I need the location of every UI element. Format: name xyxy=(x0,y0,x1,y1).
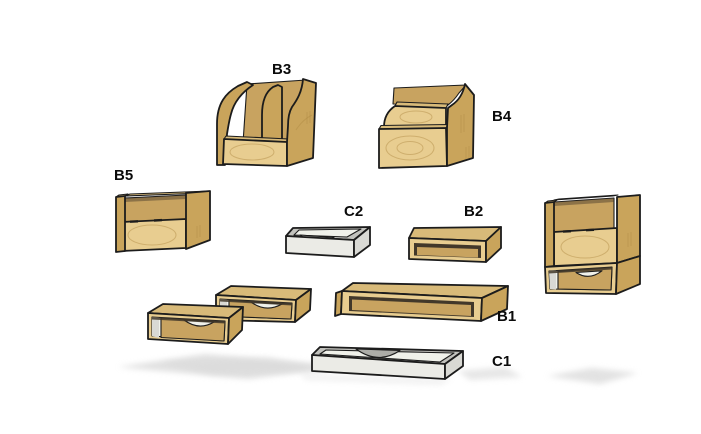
b5-right-wall-slots xyxy=(196,225,201,238)
boxA-shade xyxy=(152,317,225,324)
b3-right-wall-grain xyxy=(295,114,313,131)
b3-divider xyxy=(261,84,283,143)
b5-right-wall xyxy=(185,190,211,250)
b2-right-face xyxy=(485,226,502,263)
c1-right-wall xyxy=(444,350,464,380)
b1-inner-back xyxy=(352,299,471,316)
stack-interior-shade xyxy=(554,198,614,206)
part-b5-drawer-bin[interactable] xyxy=(115,190,211,253)
shadow-under-drawer-boxes-2 xyxy=(160,357,332,375)
label-c2: C2 xyxy=(344,203,363,220)
part-c1-tray[interactable] xyxy=(311,346,464,380)
label-b1: B1 xyxy=(497,308,516,325)
stack-drawer-grain xyxy=(560,235,610,259)
stack-drawer-notches xyxy=(562,228,595,233)
part-c2-tray[interactable] xyxy=(285,226,371,258)
b4-right-wall-slots xyxy=(460,114,470,159)
stack-lower-left-wall xyxy=(549,270,556,290)
stack-left-wall xyxy=(544,201,555,268)
stack-lower-right-face xyxy=(615,255,641,295)
c2-inner-floor xyxy=(293,228,362,238)
c1-scallop-notch xyxy=(355,348,401,358)
part-b3-file-sorter[interactable] xyxy=(216,78,317,167)
b2-inner-back xyxy=(417,247,478,258)
b3-right-wall-slots xyxy=(306,111,311,124)
shadow-under-right-stack xyxy=(547,368,638,384)
c2-right-wall xyxy=(353,226,371,258)
label-b2: B2 xyxy=(464,203,483,220)
part-labels: B3 B4 B5 C2 B2 B1 C1 xyxy=(114,61,516,370)
b4-mid-grain xyxy=(399,110,433,124)
part-right-stack[interactable] xyxy=(544,194,641,295)
label-b3: B3 xyxy=(272,61,291,78)
b5-drawer-notches xyxy=(129,218,163,223)
b5-drawer-grain xyxy=(127,224,177,246)
c2-front-wall xyxy=(285,235,355,258)
part-b4-step-file[interactable] xyxy=(378,83,475,169)
b3-front-panel xyxy=(222,138,288,167)
b4-front-grain-outer xyxy=(385,135,435,161)
label-b5: B5 xyxy=(114,167,133,184)
stack-top-edge xyxy=(553,194,619,201)
b3-right-wall xyxy=(286,78,317,167)
b4-mid-panel xyxy=(383,105,447,128)
label-b4: B4 xyxy=(492,108,512,125)
stack-right-wall xyxy=(616,194,641,264)
b1-right-face xyxy=(480,285,509,322)
stack-lower-scallop xyxy=(575,270,603,277)
boxB-shade xyxy=(220,299,292,306)
b4-right-wall xyxy=(446,83,475,167)
boxA-left-inner xyxy=(152,317,159,338)
part-b2-open-box[interactable] xyxy=(408,226,502,263)
b4-front-panel xyxy=(378,127,448,169)
b3-grain-ring xyxy=(229,143,275,161)
part-drawer-box-lower[interactable] xyxy=(147,303,244,345)
label-c1: C1 xyxy=(492,353,511,370)
ground-shadows xyxy=(118,354,638,385)
part-b1-shelf[interactable] xyxy=(334,282,509,322)
b4-front-grain-inner xyxy=(396,141,424,155)
b5-interior-shade xyxy=(125,195,186,202)
stack-drawer-front xyxy=(553,227,618,267)
shadow-right-of-c1 xyxy=(458,367,522,380)
b5-left-wall xyxy=(115,195,126,253)
boxB-right-face xyxy=(294,288,312,323)
shadow-under-c1 xyxy=(300,374,452,385)
stack-lower-shade xyxy=(549,267,612,274)
boxA-right-face xyxy=(227,306,244,345)
stack-right-wall-slots xyxy=(627,232,632,247)
